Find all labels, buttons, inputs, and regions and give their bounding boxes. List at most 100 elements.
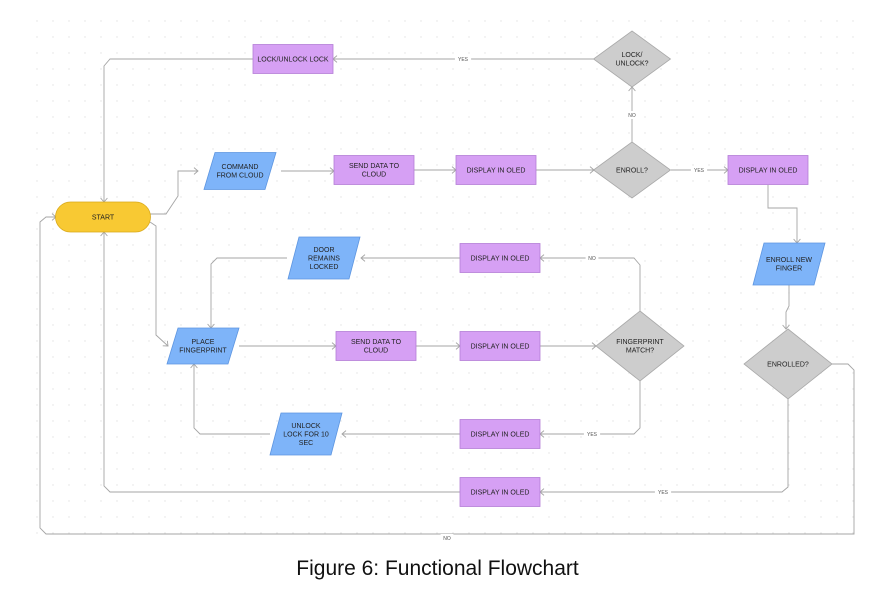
arrowhead	[193, 167, 199, 175]
arrowhead	[341, 430, 347, 438]
node-display-mid: DISPLAY IN OLED	[459, 331, 541, 361]
node-lock-unlock: LOCK/UNLOCK LOCK	[252, 44, 334, 74]
node-label: LOCK/UNLOCK?	[615, 52, 648, 68]
process-shape	[459, 331, 541, 361]
io-shape	[752, 242, 826, 286]
io-shape	[269, 412, 343, 456]
node-label-line: ENROLL?	[616, 167, 648, 174]
node-label-line: DOOR	[314, 247, 335, 254]
process-shape	[455, 155, 537, 185]
node-label: ENROLL?	[616, 167, 648, 174]
decision-shape	[595, 310, 685, 382]
node-label-line: FINGERPRINT	[179, 348, 227, 355]
node-label: DISPLAY IN OLED	[471, 489, 530, 496]
node-label: LOCK/UNLOCK LOCK	[257, 56, 329, 63]
node-label-line: LOCK/	[621, 52, 642, 59]
edge-label-background	[585, 254, 599, 262]
process-shape	[459, 243, 541, 273]
node-label-line: DISPLAY IN OLED	[471, 431, 530, 438]
process-shape	[459, 419, 541, 449]
edge-label-background	[454, 55, 472, 63]
node-label-line: DISPLAY IN OLED	[471, 343, 530, 350]
node-label: DISPLAY IN OLED	[471, 431, 530, 438]
node-start: START	[55, 201, 151, 233]
node-enroll-new-finger: ENROLL NEW FINGER	[752, 242, 826, 286]
edge-line	[210, 257, 287, 328]
edge-label: NO	[588, 256, 596, 262]
edge-label-background	[625, 111, 639, 119]
node-label-line: FINGER	[776, 266, 802, 273]
edge-label: YES	[587, 432, 598, 438]
edge-label: NO	[443, 536, 451, 542]
node-label-line: UNLOCK	[291, 423, 321, 430]
decision-shape	[592, 141, 672, 199]
edge-label-background	[583, 430, 601, 438]
terminal-shape	[55, 201, 151, 233]
node-label-line: REMAINS	[308, 255, 340, 262]
node-lock-decision: LOCK/UNLOCK?	[592, 30, 672, 88]
edge-line	[103, 58, 253, 202]
node-send-data-mid: SEND DATA TO CLOUD	[335, 331, 417, 361]
arrowhead	[782, 324, 790, 330]
process-shape	[335, 331, 417, 361]
node-display-no: DISPLAY IN OLED	[459, 243, 541, 273]
node-label-line: SEND DATA TO	[351, 339, 402, 346]
figure-caption: Figure 6: Functional Flowchart	[296, 557, 579, 580]
node-label-line: ENROLL NEW	[766, 257, 812, 264]
node-label-line: DISPLAY IN OLED	[739, 167, 798, 174]
node-label-line: DISPLAY IN OLED	[471, 255, 530, 262]
node-label-line: UNLOCK?	[615, 61, 648, 68]
edge-line	[39, 216, 855, 535]
node-label: START	[92, 214, 115, 221]
io-shape	[203, 152, 277, 190]
edge-label-background	[690, 166, 708, 174]
node-label-line: START	[92, 214, 115, 221]
edge-start-to-place-fingerprint	[149, 221, 169, 347]
node-label-line: FROM CLOUD	[216, 173, 263, 180]
node-label: DISPLAY IN OLED	[467, 167, 526, 174]
arrowhead	[162, 340, 169, 347]
node-label-line: LOCK/UNLOCK LOCK	[257, 56, 329, 63]
node-label: SEND DATA TO CLOUD	[351, 339, 402, 355]
edge-label: YES	[658, 490, 669, 496]
node-display-yes: DISPLAY IN OLED	[459, 419, 541, 449]
node-enroll-decision: ENROLL?	[592, 141, 672, 199]
edge-line	[193, 364, 270, 435]
node-display-enroll: DISPLAY IN OLED	[727, 155, 809, 185]
node-label-line: LOCKED	[310, 264, 339, 271]
node-label-line: LOCK FOR 10	[283, 431, 329, 438]
dot-grid-background	[22, 6, 864, 546]
node-label-line: PLACE	[192, 339, 215, 346]
edge-line	[767, 185, 798, 243]
edge-line	[150, 170, 198, 215]
node-label-line: CLOUD	[364, 348, 389, 355]
edge-label: YES	[694, 168, 705, 174]
node-enrolled-decision: ENROLLED?	[743, 328, 833, 400]
edge-display-no-to-door-locked	[360, 254, 460, 262]
node-label-line: DISPLAY IN OLED	[467, 167, 526, 174]
edge-label-background	[440, 534, 454, 542]
node-label: COMMAND FROM CLOUD	[216, 164, 263, 180]
node-label-line: SEC	[299, 440, 313, 447]
node-label-line: DISPLAY IN OLED	[471, 489, 530, 496]
edge-line	[785, 285, 790, 329]
node-label-line: COMMAND	[222, 164, 259, 171]
edge-display-yes-to-unlock-lock	[341, 430, 460, 438]
process-shape	[727, 155, 809, 185]
node-place-fingerprint: PLACE FINGERPRINT	[166, 327, 240, 365]
edge-start-to-command-from-cloud	[150, 167, 199, 215]
node-label: DISPLAY IN OLED	[739, 167, 798, 174]
node-command-from-cloud: COMMAND FROM CLOUD	[203, 152, 277, 190]
node-label: DISPLAY IN OLED	[471, 343, 530, 350]
node-label-line: CLOUD	[362, 172, 387, 179]
node-label-line: FINGERPRINT	[616, 339, 664, 346]
edge-enroll-new-finger-to-enrolled-decision	[782, 285, 790, 330]
